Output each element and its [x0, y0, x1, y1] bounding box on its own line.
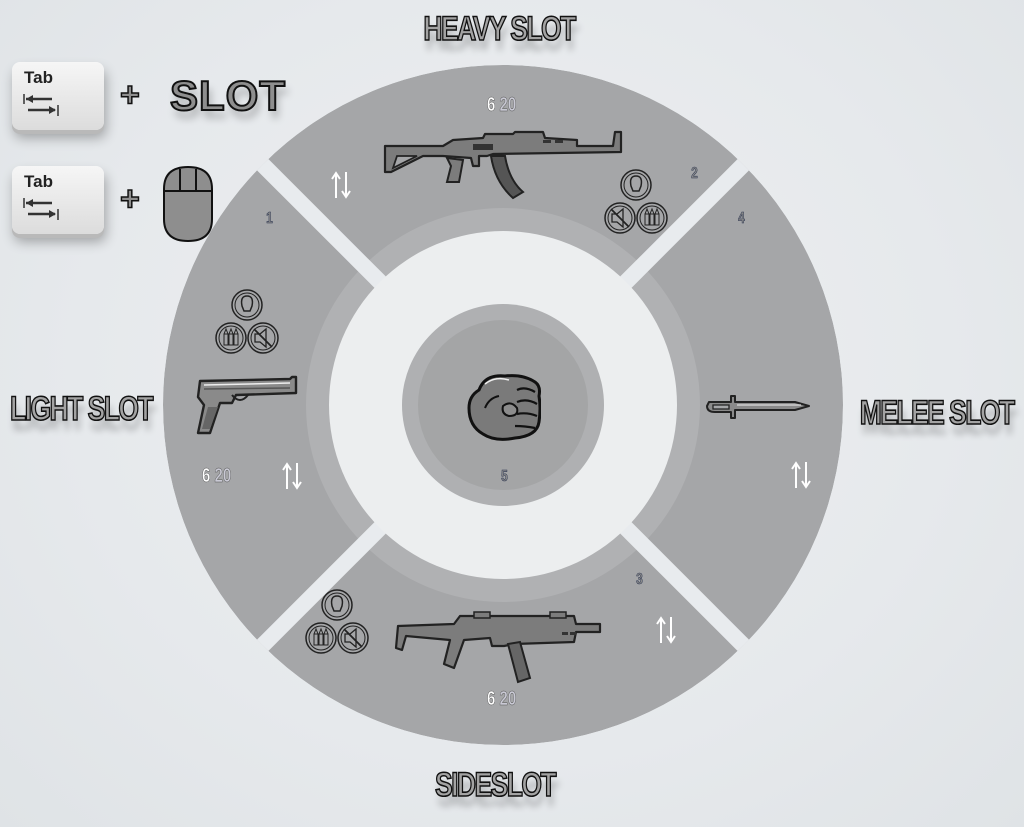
pistol-icon [196, 375, 298, 435]
heavy-attachments [604, 169, 668, 234]
side-ammo-counter: 6 20 [487, 688, 517, 711]
fist-icon [467, 374, 541, 441]
smg-icon [394, 611, 602, 684]
swap-arrows-icon[interactable] [330, 170, 352, 200]
ammo-icon [305, 622, 337, 654]
swap-arrows-icon[interactable] [281, 461, 303, 491]
suppressor-disabled-icon [247, 322, 279, 354]
flashlight-icon [620, 169, 652, 201]
mouse-icon [163, 165, 213, 243]
flashlight-icon [231, 289, 263, 321]
swap-arrows-icon[interactable] [790, 460, 812, 490]
suppressor-disabled-icon [337, 622, 369, 654]
ammo-icon [215, 322, 247, 354]
light-attachments [215, 289, 279, 354]
assault-rifle-icon [383, 130, 623, 200]
tab-key: Tab [12, 166, 104, 234]
tab-key-label: Tab [24, 68, 53, 87]
melee-slot-number: 4 [738, 210, 745, 228]
swap-arrows-icon[interactable] [655, 615, 677, 645]
tab-arrows-icon [23, 94, 59, 116]
side-slot-number: 3 [636, 571, 643, 589]
fist-slot-number: 5 [501, 468, 508, 486]
plus-sign: + [119, 75, 140, 115]
plus-sign: + [119, 179, 140, 219]
heavy-slot-number: 2 [691, 165, 698, 183]
tab-key: Tab [12, 62, 104, 130]
flashlight-icon [321, 589, 353, 621]
ammo-icon [636, 202, 668, 234]
side-slot-title: SIDESLOT [434, 765, 557, 805]
slot-hint-text: SLOT [169, 71, 286, 120]
light-ammo-counter: 6 20 [202, 465, 232, 488]
light-slot-number: 1 [266, 210, 273, 228]
knife-icon [706, 395, 810, 419]
heavy-ammo-counter: 6 20 [487, 94, 517, 117]
light-slot-title: LIGHT SLOT [9, 389, 154, 429]
heavy-slot-title: HEAVY SLOT [423, 9, 577, 49]
melee-slot-title: MELEE SLOT [859, 393, 1016, 433]
tab-key-label: Tab [24, 172, 53, 191]
suppressor-disabled-icon [604, 202, 636, 234]
tab-arrows-icon [23, 198, 59, 220]
side-attachments [305, 589, 369, 654]
